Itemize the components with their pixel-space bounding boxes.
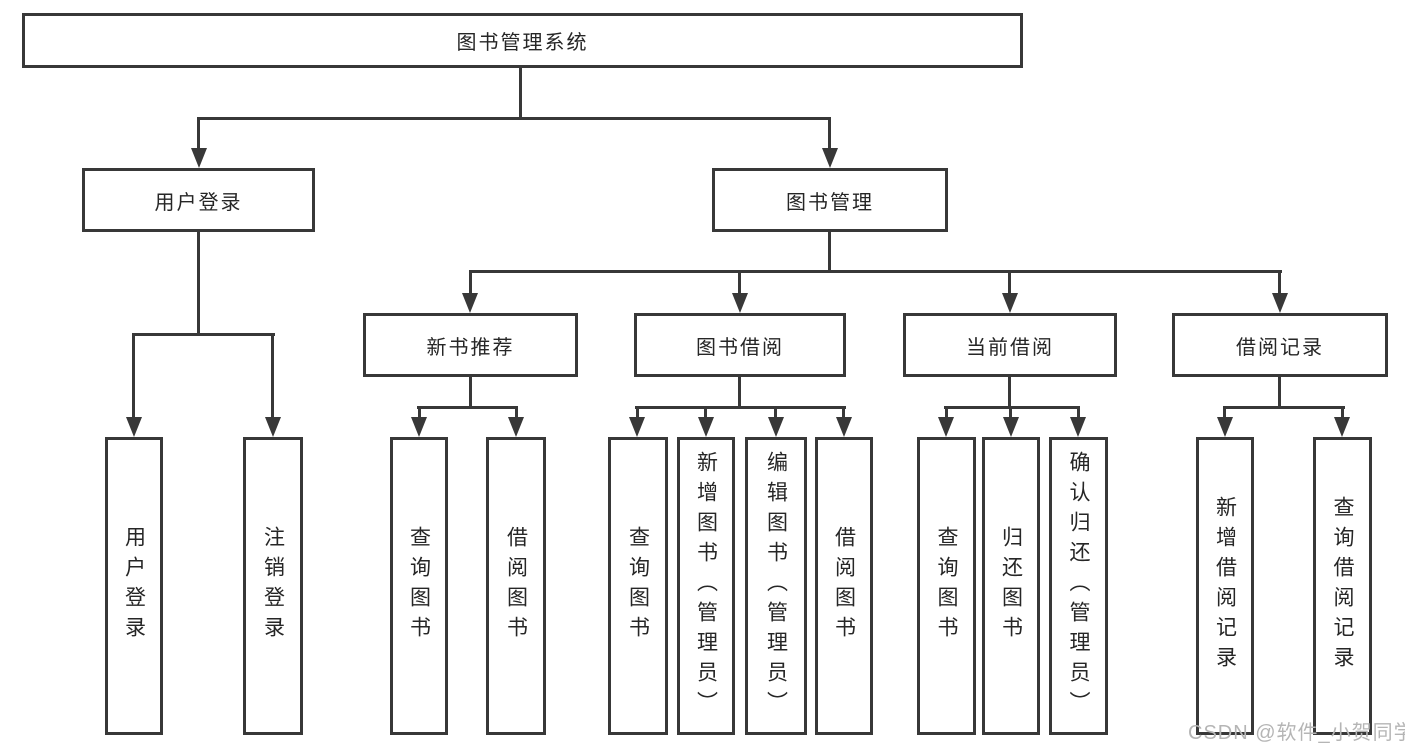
watermark: CSDN @软件_小贺同学 [1188, 722, 1405, 744]
connector-line [132, 333, 275, 336]
connector-line [197, 230, 200, 336]
connector-line [738, 373, 741, 409]
node-user-login-label: 用户登录 [154, 191, 243, 214]
connector-line [1223, 406, 1226, 419]
connector-line [1077, 406, 1080, 419]
connector-line [704, 406, 707, 419]
leaf-records-query-record-label: 查询借阅记录 [1331, 496, 1354, 676]
connector-line [271, 333, 274, 419]
connector-line [1008, 373, 1011, 409]
leaf-current-confirm-return-admin: 确认归还（管理员） [1049, 437, 1108, 735]
leaf-records-add-record: 新增借阅记录 [1196, 437, 1254, 735]
leaf-records-query-record: 查询借阅记录 [1313, 437, 1372, 735]
connector-line [197, 117, 200, 150]
leaf-recommend-borrow-book-label: 借阅图书 [504, 526, 528, 646]
leaf-borrow-query-book-label: 查询图书 [626, 526, 650, 646]
connector-line [1341, 406, 1344, 419]
connector-line [635, 406, 846, 409]
connector-line [515, 406, 518, 419]
leaf-records-add-record-label: 新增借阅记录 [1213, 496, 1237, 676]
arrow-down-icon [1217, 417, 1233, 437]
arrow-down-icon [1003, 417, 1019, 437]
arrow-down-icon [938, 417, 954, 437]
leaf-current-confirm-return-admin-label: 确认归还（管理员） [1067, 451, 1090, 721]
node-book-borrow: 图书借阅 [634, 313, 846, 377]
connector-line [1009, 406, 1012, 419]
leaf-logout: 注销登录 [243, 437, 303, 735]
leaf-user-login: 用户登录 [105, 437, 163, 735]
leaf-borrow-edit-book-admin: 编辑图书（管理员） [745, 437, 807, 735]
node-current-borrow-label: 当前借阅 [966, 336, 1054, 359]
connector-line [197, 117, 831, 120]
arrow-down-icon [732, 293, 748, 313]
connector-line [945, 406, 948, 419]
arrow-down-icon [822, 148, 838, 168]
connector-line [944, 406, 1080, 409]
connector-line [774, 406, 777, 419]
arrow-down-icon [508, 417, 524, 437]
node-book-borrow-label: 图书借阅 [696, 336, 784, 359]
connector-line [842, 406, 845, 419]
arrow-down-icon [836, 417, 852, 437]
node-current-borrow: 当前借阅 [903, 313, 1117, 377]
leaf-current-query-book-label: 查询图书 [935, 526, 958, 646]
connector-line [519, 66, 522, 119]
node-borrow-records-label: 借阅记录 [1236, 336, 1324, 359]
node-root-label: 图书管理系统 [456, 32, 589, 54]
connector-line [828, 230, 831, 273]
connector-line [1008, 270, 1011, 296]
connector-line [1278, 270, 1281, 296]
connector-line [469, 373, 472, 409]
arrow-down-icon [126, 417, 142, 437]
leaf-logout-label: 注销登录 [261, 526, 285, 646]
leaf-borrow-borrow-book: 借阅图书 [815, 437, 873, 735]
leaf-user-login-label: 用户登录 [122, 526, 146, 646]
connector-line [418, 406, 421, 419]
leaf-current-return-book-label: 归还图书 [999, 526, 1023, 646]
node-user-login: 用户登录 [82, 168, 315, 232]
arrow-down-icon [462, 293, 478, 313]
leaf-borrow-add-book-admin-label: 新增图书（管理员） [694, 451, 718, 721]
arrow-down-icon [1334, 417, 1350, 437]
arrow-down-icon [191, 148, 207, 168]
connector-line [469, 270, 1282, 273]
node-borrow-records: 借阅记录 [1172, 313, 1388, 377]
connector-line [828, 117, 831, 150]
connector-line [738, 270, 741, 296]
arrow-down-icon [1070, 417, 1086, 437]
leaf-recommend-query-book-label: 查询图书 [407, 526, 431, 646]
leaf-current-return-book: 归还图书 [982, 437, 1040, 735]
leaf-recommend-query-book: 查询图书 [390, 437, 448, 735]
node-new-book-recommend: 新书推荐 [363, 313, 578, 377]
connector-line [1223, 406, 1345, 409]
leaf-recommend-borrow-book: 借阅图书 [486, 437, 546, 735]
arrow-down-icon [629, 417, 645, 437]
leaf-borrow-edit-book-admin-label: 编辑图书（管理员） [764, 451, 788, 721]
arrow-down-icon [768, 417, 784, 437]
connector-line [636, 406, 639, 419]
node-book-management: 图书管理 [712, 168, 948, 232]
connector-line [1278, 373, 1281, 409]
connector-line [417, 406, 518, 409]
arrow-down-icon [1002, 293, 1018, 313]
arrow-down-icon [698, 417, 714, 437]
connector-line [132, 333, 135, 419]
connector-line [469, 270, 472, 296]
leaf-current-query-book: 查询图书 [917, 437, 976, 735]
arrow-down-icon [411, 417, 427, 437]
node-new-book-recommend-label: 新书推荐 [426, 336, 515, 359]
node-book-management-label: 图书管理 [786, 191, 874, 214]
leaf-borrow-add-book-admin: 新增图书（管理员） [677, 437, 735, 735]
arrow-down-icon [1272, 293, 1288, 313]
node-root: 图书管理系统 [22, 13, 1023, 68]
arrow-down-icon [265, 417, 281, 437]
leaf-borrow-query-book: 查询图书 [608, 437, 668, 735]
leaf-borrow-borrow-book-label: 借阅图书 [832, 526, 856, 646]
